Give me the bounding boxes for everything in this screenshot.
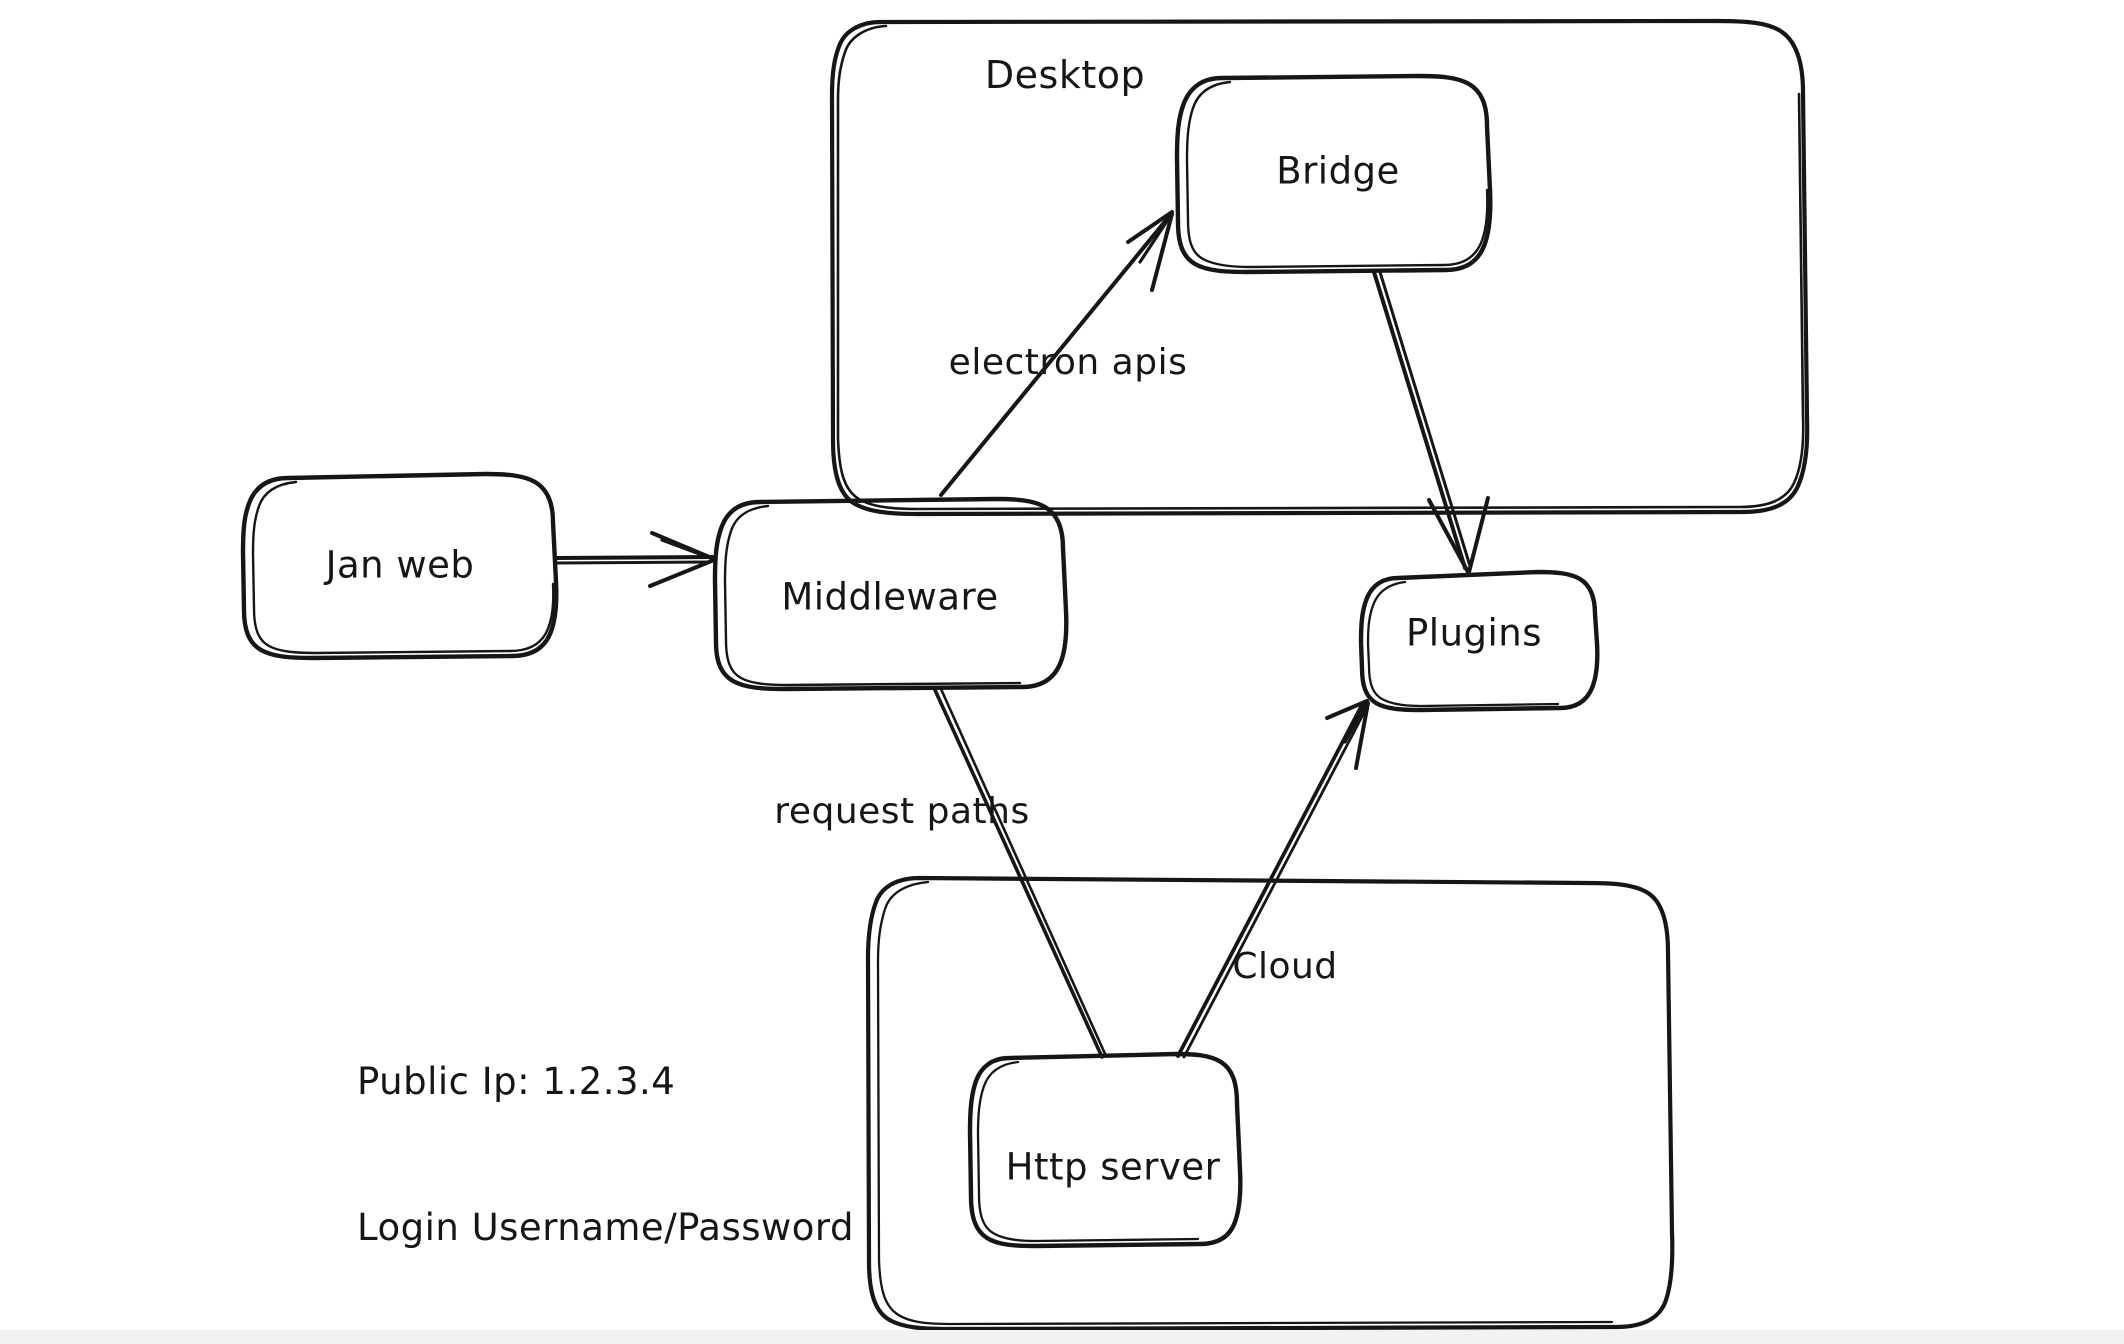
node-http-server-outline xyxy=(967,1051,1243,1249)
node-label-middleware[interactable]: Middleware xyxy=(781,575,999,619)
notes-block: Public Ip: 1.2.3.4 Login Username/Passwo… xyxy=(357,960,854,1344)
edge-janweb-to-middleware xyxy=(554,531,716,588)
edge-label-cloud: Cloud xyxy=(1232,946,1338,988)
node-label-bridge[interactable]: Bridge xyxy=(1276,149,1400,193)
node-jan-web-outline xyxy=(240,471,559,661)
node-plugins-outline xyxy=(1358,569,1600,713)
edge-middleware-to-bridge xyxy=(939,210,1174,497)
node-middleware-outline xyxy=(712,496,1069,692)
node-label-jan-web[interactable]: Jan web xyxy=(325,543,475,587)
edge-label-request-paths: request paths xyxy=(774,791,1030,833)
node-label-http-server[interactable]: Http server xyxy=(1005,1145,1221,1189)
node-bridge-outline xyxy=(1174,73,1493,275)
edge-httpserver-to-plugins xyxy=(1176,699,1370,1059)
node-label-plugins[interactable]: Plugins xyxy=(1405,611,1543,655)
bottom-edge-strip xyxy=(0,1330,2124,1344)
note-public-ip: Public Ip: 1.2.3.4 xyxy=(357,1059,676,1103)
edge-bridge-to-plugins xyxy=(1372,270,1490,574)
group-cloud-outline xyxy=(865,875,1675,1332)
group-label-desktop: Desktop xyxy=(984,53,1146,98)
edge-label-electron-apis: electron apis xyxy=(948,342,1188,384)
edge-middleware-to-httpserver xyxy=(933,687,1108,1059)
note-login-credentials: Login Username/Password xyxy=(357,1206,854,1250)
group-desktop-outline xyxy=(829,18,1810,517)
